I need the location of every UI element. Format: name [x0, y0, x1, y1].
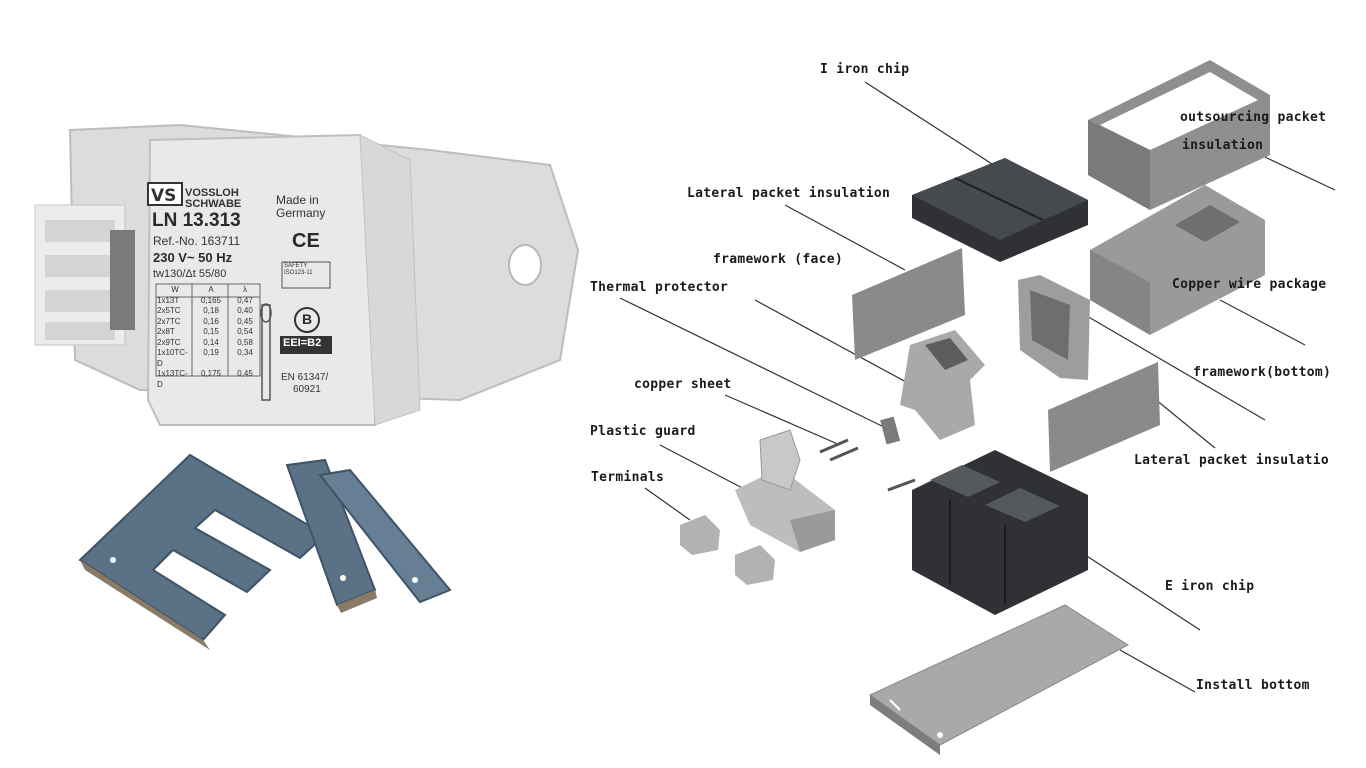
leader-framework-bottom	[1079, 311, 1266, 421]
table-cell: 2x8T	[157, 327, 175, 336]
leader-thermal	[619, 297, 891, 431]
table-cell: 0,45	[237, 369, 253, 378]
table-cell: 2x7TC	[157, 316, 181, 326]
lamination-plates	[78, 453, 452, 650]
ballast-connector-block	[34, 204, 135, 346]
label-install-bottom: Install bottom	[1196, 678, 1310, 693]
table-cell: 1x13T	[157, 295, 180, 305]
ballast-illustration: VS	[34, 123, 580, 426]
i-iron-chip-part	[912, 158, 1088, 262]
table-header-lambda: λ	[243, 285, 247, 294]
label-framework-bottom: framework(bottom)	[1193, 365, 1332, 380]
label-framework-face: framework (face)	[713, 252, 844, 267]
leader-lateral-bottom	[1149, 394, 1216, 449]
svg-text:VS: VS	[151, 186, 176, 206]
table-cell: 0,45	[237, 316, 253, 326]
table-cell: 0,40	[237, 306, 253, 315]
install-bottom-part	[869, 604, 1129, 755]
leader-lateral-top	[784, 204, 906, 271]
label-e-iron-chip: E iron chip	[1165, 579, 1255, 594]
copper-wire-package-part	[1090, 185, 1265, 335]
label-copper-sheet: copper sheet	[634, 377, 732, 392]
origin-line-2: Germany	[276, 206, 326, 220]
outsourcing-insulation-part	[1088, 60, 1270, 210]
table-row: 1x13TC-D 0,175 0,45	[157, 369, 261, 390]
table-row: 2x9TC 0,14 0,58	[157, 338, 261, 349]
origin-line-1: Made in	[276, 193, 319, 207]
i-lamination-plate-2	[318, 468, 452, 604]
table-header-a: A	[208, 285, 214, 294]
label-plastic-guard: Plastic guard	[590, 424, 696, 439]
leader-e-iron	[1069, 544, 1201, 631]
table-row: 1x13T 0,165 0,47	[157, 296, 261, 307]
label-lateral-bottom: Lateral packet insulatio	[1134, 453, 1330, 468]
table-row: 1x10TC-D 0,19 0,34	[157, 348, 261, 369]
ref-number: Ref.-No. 163711	[153, 234, 241, 248]
label-lateral-top: Lateral packet insulation	[687, 186, 891, 201]
model-number: LN 13.313	[152, 210, 241, 231]
safety-line-1: SAFETY	[284, 263, 308, 269]
table-cell: 0,165	[200, 295, 222, 305]
e-iron-chip-part	[912, 450, 1088, 615]
leader-copper-wire	[1219, 299, 1306, 346]
label-thermal: Thermal protector	[590, 280, 729, 295]
table-cell: 0,19	[203, 348, 219, 357]
leader-install-bottom	[1119, 649, 1196, 693]
leader-framework-face	[754, 299, 931, 396]
standard-line-2: 60921	[293, 384, 321, 395]
brand-top-text: VOSSLOH	[185, 187, 239, 199]
leader-terminals	[644, 487, 691, 521]
label-terminals: Terminals	[591, 470, 665, 485]
leader-copper-sheet	[724, 394, 841, 446]
vs-logo-icon: VS	[147, 182, 183, 206]
table-cell: 0,58	[237, 337, 253, 347]
table-row: 2x5TC 0,18 0,40	[157, 306, 261, 317]
lateral-insulation-top-part	[852, 248, 965, 360]
table-cell: 2x5TC	[157, 306, 181, 315]
class-mark: B	[302, 311, 313, 327]
table-cell: 0,54	[237, 327, 253, 336]
table-cell: 1x13TC-D	[157, 369, 188, 389]
rating-table: W A λ 1x13T 0,165 0,47 2x5TC 0,18 0,40 2x7TC 0,…	[157, 285, 261, 390]
table-row: 2x8T 0,15 0,54	[157, 327, 261, 338]
table-cell: 0,15	[203, 327, 219, 336]
label-i-iron-chip: I iron chip	[820, 62, 910, 77]
terminals-part	[680, 515, 775, 585]
table-cell: 0,18	[203, 306, 219, 315]
standard-line-1: EN 61347/	[281, 372, 329, 383]
thermal-protector-part	[880, 416, 901, 445]
safety-line-2: ISO123-11	[284, 270, 313, 276]
framework-face-part	[900, 330, 985, 440]
i-lamination-plate	[285, 458, 377, 613]
label-copper-wire: Copper wire package	[1172, 277, 1327, 292]
table-cell: 1x10TC-D	[157, 348, 188, 368]
temperature-text: tw130/Δt 55/80	[153, 268, 227, 280]
copper-sheet-part	[819, 438, 916, 492]
plastic-guard-part	[735, 429, 835, 552]
table-cell: 0,14	[203, 337, 219, 347]
table-row: 2x7TC 0,16 0,45	[157, 317, 261, 328]
brand-bottom-text: SCHWABE	[185, 198, 242, 210]
table-cell: 2x9TC	[157, 337, 181, 347]
eei-badge: EEI=B2	[283, 337, 322, 349]
leader-plastic-guard	[659, 444, 751, 493]
table-cell: 0,34	[237, 348, 253, 357]
label-outsourcing-1: outsourcing packet	[1180, 110, 1327, 125]
framework-bottom-part	[1018, 275, 1090, 380]
table-cell: 0,47	[237, 295, 253, 305]
table-cell: 0,175	[200, 369, 222, 378]
voltage-text: 230 V~ 50 Hz	[153, 250, 233, 265]
lateral-insulation-bottom-part	[1048, 362, 1160, 472]
label-outsourcing-2: insulation	[1182, 138, 1264, 153]
ce-mark-icon: CE	[292, 230, 320, 252]
table-cell: 0,16	[203, 316, 219, 326]
table-header-w: W	[171, 285, 179, 294]
